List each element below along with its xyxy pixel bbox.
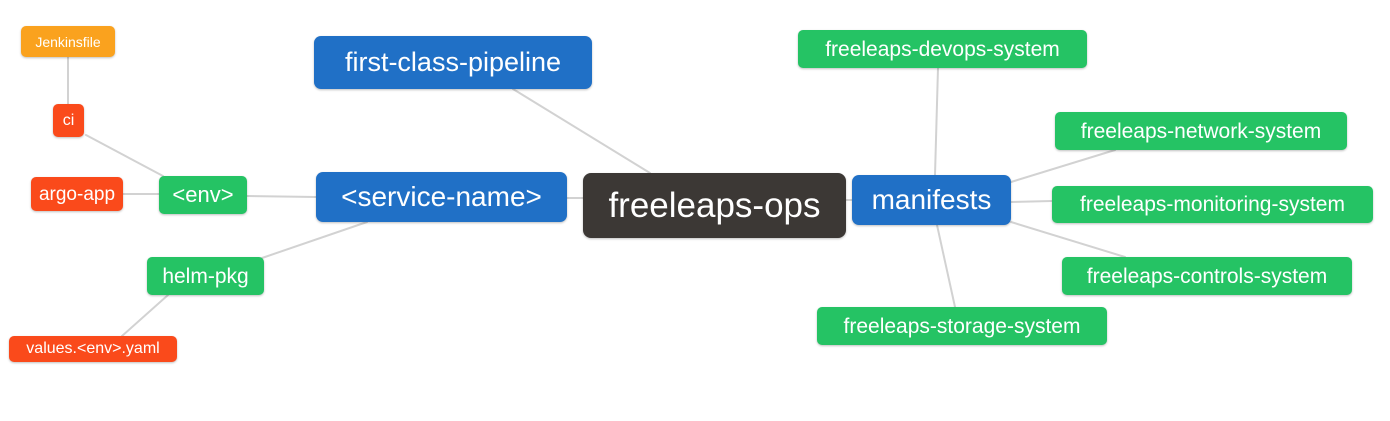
node-freeleaps-devops-system[interactable]: freeleaps-devops-system xyxy=(798,30,1087,68)
node-freeleaps-controls-system[interactable]: freeleaps-controls-system xyxy=(1062,257,1352,295)
node-helm-pkg[interactable]: helm-pkg xyxy=(147,257,264,295)
node-values-env-yaml[interactable]: values.<env>.yaml xyxy=(9,336,177,362)
node-freeleaps-network-system[interactable]: freeleaps-network-system xyxy=(1055,112,1347,150)
node-freeleaps-monitoring-system[interactable]: freeleaps-monitoring-system xyxy=(1052,186,1373,223)
edge-env--service-name xyxy=(246,195,317,198)
node-freeleaps-ops[interactable]: freeleaps-ops xyxy=(583,173,846,238)
edge-first-class-pipeline--freeleaps-ops xyxy=(512,88,651,174)
node-service-name[interactable]: <service-name> xyxy=(316,172,567,222)
edge-manifests--freeleaps-network-system xyxy=(1010,149,1116,183)
node-argo-app[interactable]: argo-app xyxy=(31,177,123,211)
edge-manifests--freeleaps-controls-system xyxy=(1010,221,1126,258)
edge-manifests--freeleaps-monitoring-system xyxy=(1010,200,1053,203)
edge-service-name--helm-pkg xyxy=(261,221,368,259)
edge-helm-pkg--values-env-yaml xyxy=(121,294,169,337)
node-env[interactable]: <env> xyxy=(159,176,247,214)
node-manifests[interactable]: manifests xyxy=(852,175,1011,225)
edge-manifests--freeleaps-storage-system xyxy=(936,224,956,308)
node-first-class-pipeline[interactable]: first-class-pipeline xyxy=(314,36,592,89)
edge-freeleaps-devops-system--manifests xyxy=(934,67,939,176)
edge-ci--env xyxy=(85,134,164,177)
node-freeleaps-storage-system[interactable]: freeleaps-storage-system xyxy=(817,307,1107,345)
node-jenkinsfile[interactable]: Jenkinsfile xyxy=(21,26,115,57)
node-ci[interactable]: ci xyxy=(53,104,84,137)
